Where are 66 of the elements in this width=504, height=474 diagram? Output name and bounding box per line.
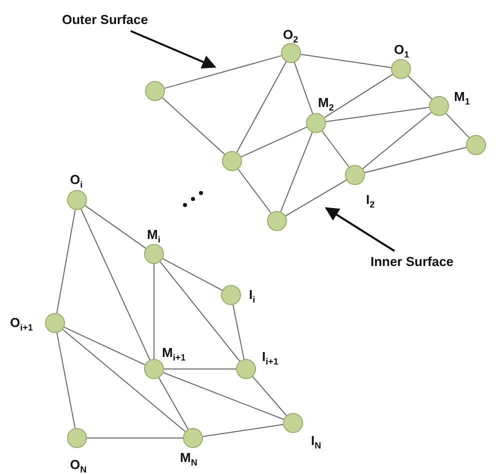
mesh-edge — [232, 304, 244, 360]
callout-text: Outer Surface — [55, 11, 155, 29]
node-circle — [67, 190, 87, 210]
mesh-edge — [362, 112, 432, 170]
mesh-edge — [325, 106, 430, 122]
node-circle — [391, 59, 411, 79]
node-circle — [429, 96, 449, 116]
mesh-edge — [285, 180, 347, 216]
mesh-edge — [202, 424, 284, 437]
node-label: I$_{2}$ — [366, 193, 375, 210]
node-circle — [144, 359, 164, 379]
mesh-edge — [164, 368, 236, 370]
mesh-edge — [64, 326, 146, 366]
mesh-edge — [162, 258, 223, 291]
node-circle — [221, 285, 241, 305]
node-circle — [267, 211, 287, 231]
node-circle — [283, 413, 303, 433]
node-label: O$_{N}$ — [70, 458, 87, 474]
node-label: O$_{1}$ — [394, 43, 410, 60]
mesh-edge — [280, 132, 313, 212]
node-circle — [345, 165, 365, 185]
node-label: M$_{i+1}$ — [162, 346, 186, 363]
mesh-edge — [238, 168, 272, 214]
leader-arrow — [130, 30, 216, 68]
mesh-edge — [324, 74, 394, 118]
node-circle — [144, 244, 164, 264]
node-circle — [145, 81, 165, 101]
mesh-edge — [164, 55, 282, 89]
node-label: M$_{i}$ — [147, 228, 160, 245]
mesh-edge — [322, 130, 350, 168]
mesh-edge — [158, 377, 189, 430]
mesh-edge — [80, 208, 150, 360]
node-label: M$_{1}$ — [454, 90, 470, 107]
mesh-edge — [162, 372, 284, 420]
node-circle — [67, 428, 87, 448]
leader-arrow — [324, 207, 396, 252]
mesh-edge — [445, 112, 470, 138]
mesh-edge — [62, 328, 186, 432]
node-circle — [466, 135, 486, 155]
mesh-edge — [162, 97, 226, 155]
callout-text: Inner Surface — [362, 253, 462, 271]
mesh-edge — [252, 376, 287, 416]
mesh-edge — [236, 61, 287, 153]
node-circle — [183, 428, 203, 448]
mesh-edge — [56, 209, 76, 314]
mesh-edge — [300, 54, 392, 68]
node-circle — [222, 151, 242, 171]
mesh-edge — [160, 261, 240, 362]
node-label: M$_{2}$ — [318, 96, 334, 113]
node-circle — [306, 113, 326, 133]
node-label: O$_{2}$ — [283, 28, 298, 45]
node-label: M$_{N}$ — [180, 451, 198, 468]
mesh-edge — [364, 146, 467, 174]
node-label: I$_{i}$ — [249, 288, 256, 305]
node-circle — [281, 43, 301, 63]
node-circle — [45, 313, 65, 333]
node-circle — [236, 359, 256, 379]
node-label: O$_{i+1}$ — [10, 316, 33, 333]
node-label: I$_{N}$ — [311, 434, 322, 451]
node-label: I$_{i+1}$ — [262, 350, 278, 367]
mesh-edge — [294, 62, 314, 114]
node-label: O$_{i}$ — [70, 173, 83, 190]
mesh-edge — [408, 76, 432, 100]
mesh-edge — [56, 332, 76, 429]
mesh-edge — [84, 205, 146, 249]
mesh-edge — [240, 126, 308, 158]
